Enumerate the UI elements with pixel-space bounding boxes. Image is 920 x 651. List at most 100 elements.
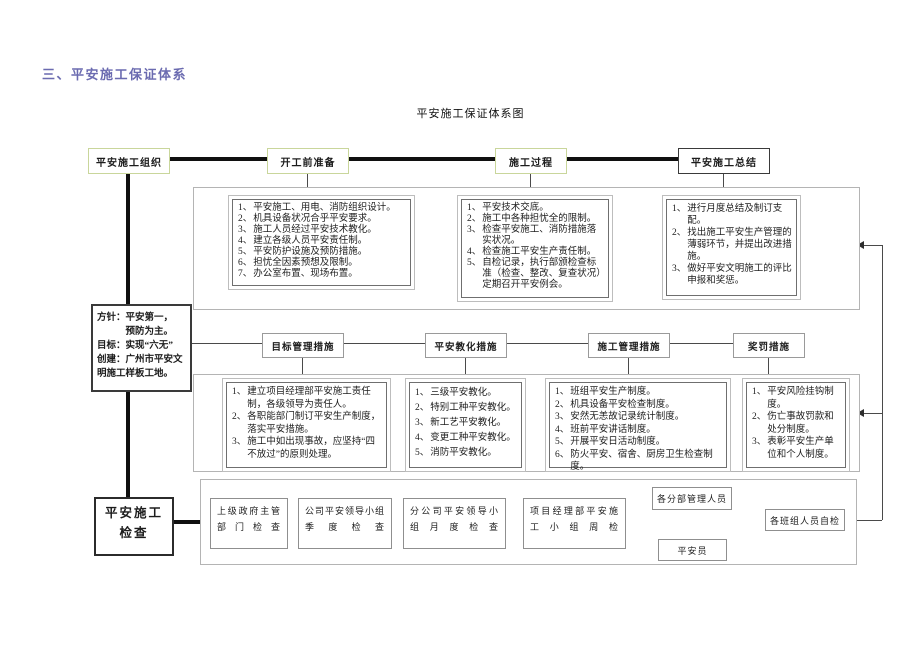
measure-label: 目标管理措施 bbox=[271, 342, 335, 353]
branch-box-managers: 各分部管理人员 bbox=[652, 487, 732, 510]
list-item: 1、三级平安教化。 bbox=[415, 388, 497, 398]
list-item: 5、消防平安教化。 bbox=[415, 448, 497, 458]
preparation-item-list: 1、平安施工、用电、消防组织设计。2、机具设备状况合乎平安要求。3、施工人员经过… bbox=[232, 199, 411, 286]
list-item: 1、建立项目经理部平安施工责任制，各级领导为责任人。 bbox=[232, 387, 371, 410]
content-box-education-measures: 1、三级平安教化。2、特别工种平安教化。3、新工艺平安教化。4、变更工种平安教化… bbox=[405, 378, 526, 472]
list-item: 1、平安施工、用电、消防组织设计。 bbox=[238, 203, 396, 213]
measure-label: 奖罚措施 bbox=[747, 342, 790, 353]
measure-link-1 bbox=[181, 343, 262, 344]
list-item: 3、新工艺平安教化。 bbox=[415, 418, 507, 428]
summary-item-list: 1、进行月度总结及制订支配。2、找出施工平安生产管理的薄弱环节，并提出改进措施。… bbox=[666, 199, 797, 296]
branch-label: 各分部管理人员 bbox=[656, 494, 727, 504]
feedback-mid-arrow bbox=[857, 409, 864, 417]
list-item: 2、伤亡事故罚款和处分制度。 bbox=[752, 412, 834, 435]
list-item: 2、施工中各种担忧全的限制。 bbox=[467, 214, 597, 224]
section-heading: 三、平安施工保证体系 bbox=[42, 67, 188, 82]
list-item: 4、建立各级人员平安责任制。 bbox=[238, 236, 368, 246]
list-item: 5、开展平安日活动制度。 bbox=[555, 437, 666, 447]
measure-link-2 bbox=[342, 343, 425, 344]
feedback-top-arrow bbox=[857, 241, 864, 249]
measure-box-management: 施工管理措施 bbox=[588, 333, 670, 358]
feedback-vertical bbox=[882, 245, 883, 520]
measure-box-education: 平安教化措施 bbox=[425, 333, 507, 358]
stage-label: 平安施工总结 bbox=[691, 157, 757, 169]
text-line: 目标：实现“六无” bbox=[97, 341, 174, 351]
final-box-self-check: 各班组人员自检 bbox=[765, 509, 845, 531]
text-line: 明施工样板工地。 bbox=[97, 369, 174, 379]
thick-spine-bottom bbox=[126, 383, 130, 497]
text-line: 方针：平安第一， bbox=[97, 313, 174, 323]
list-item: 3、表彰平安生产单位和个人制度。 bbox=[752, 437, 834, 460]
policy-lines: 方针：平安第一， 预防为主。目标：实现“六无” 创建：广州市平安文明施工样板工地。 bbox=[97, 311, 187, 381]
list-item: 3、做好平安文明施工的评比申报和奖惩。 bbox=[672, 264, 792, 286]
list-item: 2、机具设备状况合乎平安要求。 bbox=[238, 214, 377, 224]
thick-link-stage3-stage4 bbox=[565, 157, 678, 161]
policy-box: 方针：平安第一， 预防为主。目标：实现“六无” 创建：广州市平安文明施工样板工地。 bbox=[91, 304, 192, 392]
stage-box-process: 施工过程 bbox=[495, 148, 567, 174]
list-item: 3、安然无恙故记录统计制度。 bbox=[555, 412, 685, 422]
measure-box-target: 目标管理措施 bbox=[262, 333, 344, 358]
list-item: 4、班前平安讲话制度。 bbox=[555, 424, 656, 435]
stage-box-organization: 平安施工组织 bbox=[88, 148, 170, 174]
feedback-top-line bbox=[864, 245, 882, 246]
diagram-title: 平安施工保证体系图 bbox=[416, 108, 525, 120]
stub-measure-4 bbox=[768, 356, 769, 378]
stub-summary bbox=[723, 172, 724, 195]
list-item: 2、特别工种平安教化。 bbox=[415, 403, 516, 413]
list-item: 4、检查施工平安生产责任制。 bbox=[467, 247, 597, 257]
measure-label: 施工管理措施 bbox=[597, 342, 661, 353]
text-line: 预防为主。 bbox=[97, 327, 174, 337]
list-item: 3、施工人员经过平安技术教化。 bbox=[238, 225, 377, 235]
final-label: 各班组人员自检 bbox=[769, 515, 840, 526]
list-item: 5、平安防护设施及预防措施。 bbox=[238, 247, 368, 257]
chain-box-project-dept: 项目经理部平安施工小组周检 bbox=[523, 498, 626, 549]
list-item: 2、各职能部门制订平安生产制度，落实平安措施。 bbox=[232, 412, 381, 435]
measure-link-4 bbox=[668, 343, 733, 344]
content-box-process: 1、平安技术交底。2、施工中各种担忧全的限制。3、检查平安施工、消防措施落实状况… bbox=[457, 195, 613, 302]
target-item-list: 1、建立项目经理部平安施工责任制，各级领导为责任人。2、各职能部门制订平安生产制… bbox=[226, 382, 387, 468]
stage-label: 平安施工组织 bbox=[96, 157, 162, 169]
list-item: 3、检查平安施工、消防措施落实状况。 bbox=[467, 225, 597, 246]
inspection-label-line2: 检查 bbox=[119, 526, 149, 540]
measure-link-3 bbox=[505, 343, 588, 344]
content-box-target-measures: 1、建立项目经理部平安施工责任制，各级领导为责任人。2、各职能部门制订平安生产制… bbox=[222, 378, 391, 472]
stage-box-preparation: 开工前准备 bbox=[267, 148, 349, 174]
list-item: 2、找出施工平安生产管理的薄弱环节，并提出改进措施。 bbox=[672, 228, 792, 262]
reward-item-list: 1、平安风险挂钩制度。2、伤亡事故罚款和处分制度。3、表彰平安生产单位和个人制度… bbox=[746, 382, 846, 468]
content-box-management-measures: 1、班组平安生产制度。 2、机具设备平安检查制度。 3、安然无恙故记录统计制度。 4、… bbox=[545, 378, 731, 472]
list-item: 3、施工中如出现事故，应坚持“四不放过”的原则处理。 bbox=[232, 437, 375, 460]
stub-preparation bbox=[307, 172, 308, 195]
feedback-exit-line bbox=[843, 520, 882, 521]
stub-measure-2 bbox=[465, 356, 466, 378]
stage-label: 开工前准备 bbox=[280, 157, 336, 169]
list-item: 5、自检记录，执行部颁检查标准（检查、整改、复查状况）定期召开平安例会。 bbox=[467, 258, 602, 290]
chain-box-government: 上级政府主管部门检查 bbox=[210, 498, 288, 549]
list-item: 1、进行月度总结及制订支配。 bbox=[672, 204, 783, 226]
thick-link-stage2-stage3 bbox=[347, 157, 495, 161]
stub-process bbox=[530, 172, 531, 195]
stage-box-summary: 平安施工总结 bbox=[678, 148, 770, 174]
management-item-list: 1、班组平安生产制度。 2、机具设备平安检查制度。 3、安然无恙故记录统计制度。 4、… bbox=[549, 382, 727, 472]
thick-link-inspection bbox=[170, 520, 200, 524]
chain-box-branch-company: 分公司平安领导小组月度检查 bbox=[403, 498, 506, 549]
thick-link-stage1-stage2 bbox=[168, 157, 267, 161]
text-line: 创建：广州市平安文 bbox=[97, 355, 183, 365]
measure-label: 平安教化措施 bbox=[434, 342, 498, 353]
list-item: 1、班组平安生产制度。 bbox=[555, 387, 656, 397]
list-item: 6、防火平安、宿舍、厨房卫生检查制度。 bbox=[555, 449, 713, 473]
measure-box-reward: 奖罚措施 bbox=[733, 333, 805, 358]
content-box-preparation: 1、平安施工、用电、消防组织设计。2、机具设备状况合乎平安要求。3、施工人员经过… bbox=[228, 195, 415, 290]
stage-label: 施工过程 bbox=[509, 157, 553, 169]
branch-label: 平安员 bbox=[677, 545, 708, 556]
chain-box-company: 公司平安领导小组季度检查 bbox=[298, 498, 392, 549]
list-item: 1、平安技术交底。 bbox=[467, 203, 549, 213]
list-item: 1、平安风险挂钩制度。 bbox=[752, 387, 834, 410]
thick-spine-top bbox=[126, 171, 130, 304]
stub-measure-1 bbox=[302, 356, 303, 378]
process-item-list: 1、平安技术交底。2、施工中各种担忧全的限制。3、检查平安施工、消防措施落实状况… bbox=[461, 199, 609, 298]
branch-box-safety-officer: 平安员 bbox=[658, 539, 727, 561]
content-box-summary: 1、进行月度总结及制订支配。2、找出施工平安生产管理的薄弱环节，并提出改进措施。… bbox=[662, 195, 801, 300]
inspection-label-line1: 平安施工 bbox=[104, 506, 163, 520]
list-item: 7、办公室布置、现场布置。 bbox=[238, 269, 358, 279]
list-item: 2、机具设备平安检查制度。 bbox=[555, 399, 675, 410]
